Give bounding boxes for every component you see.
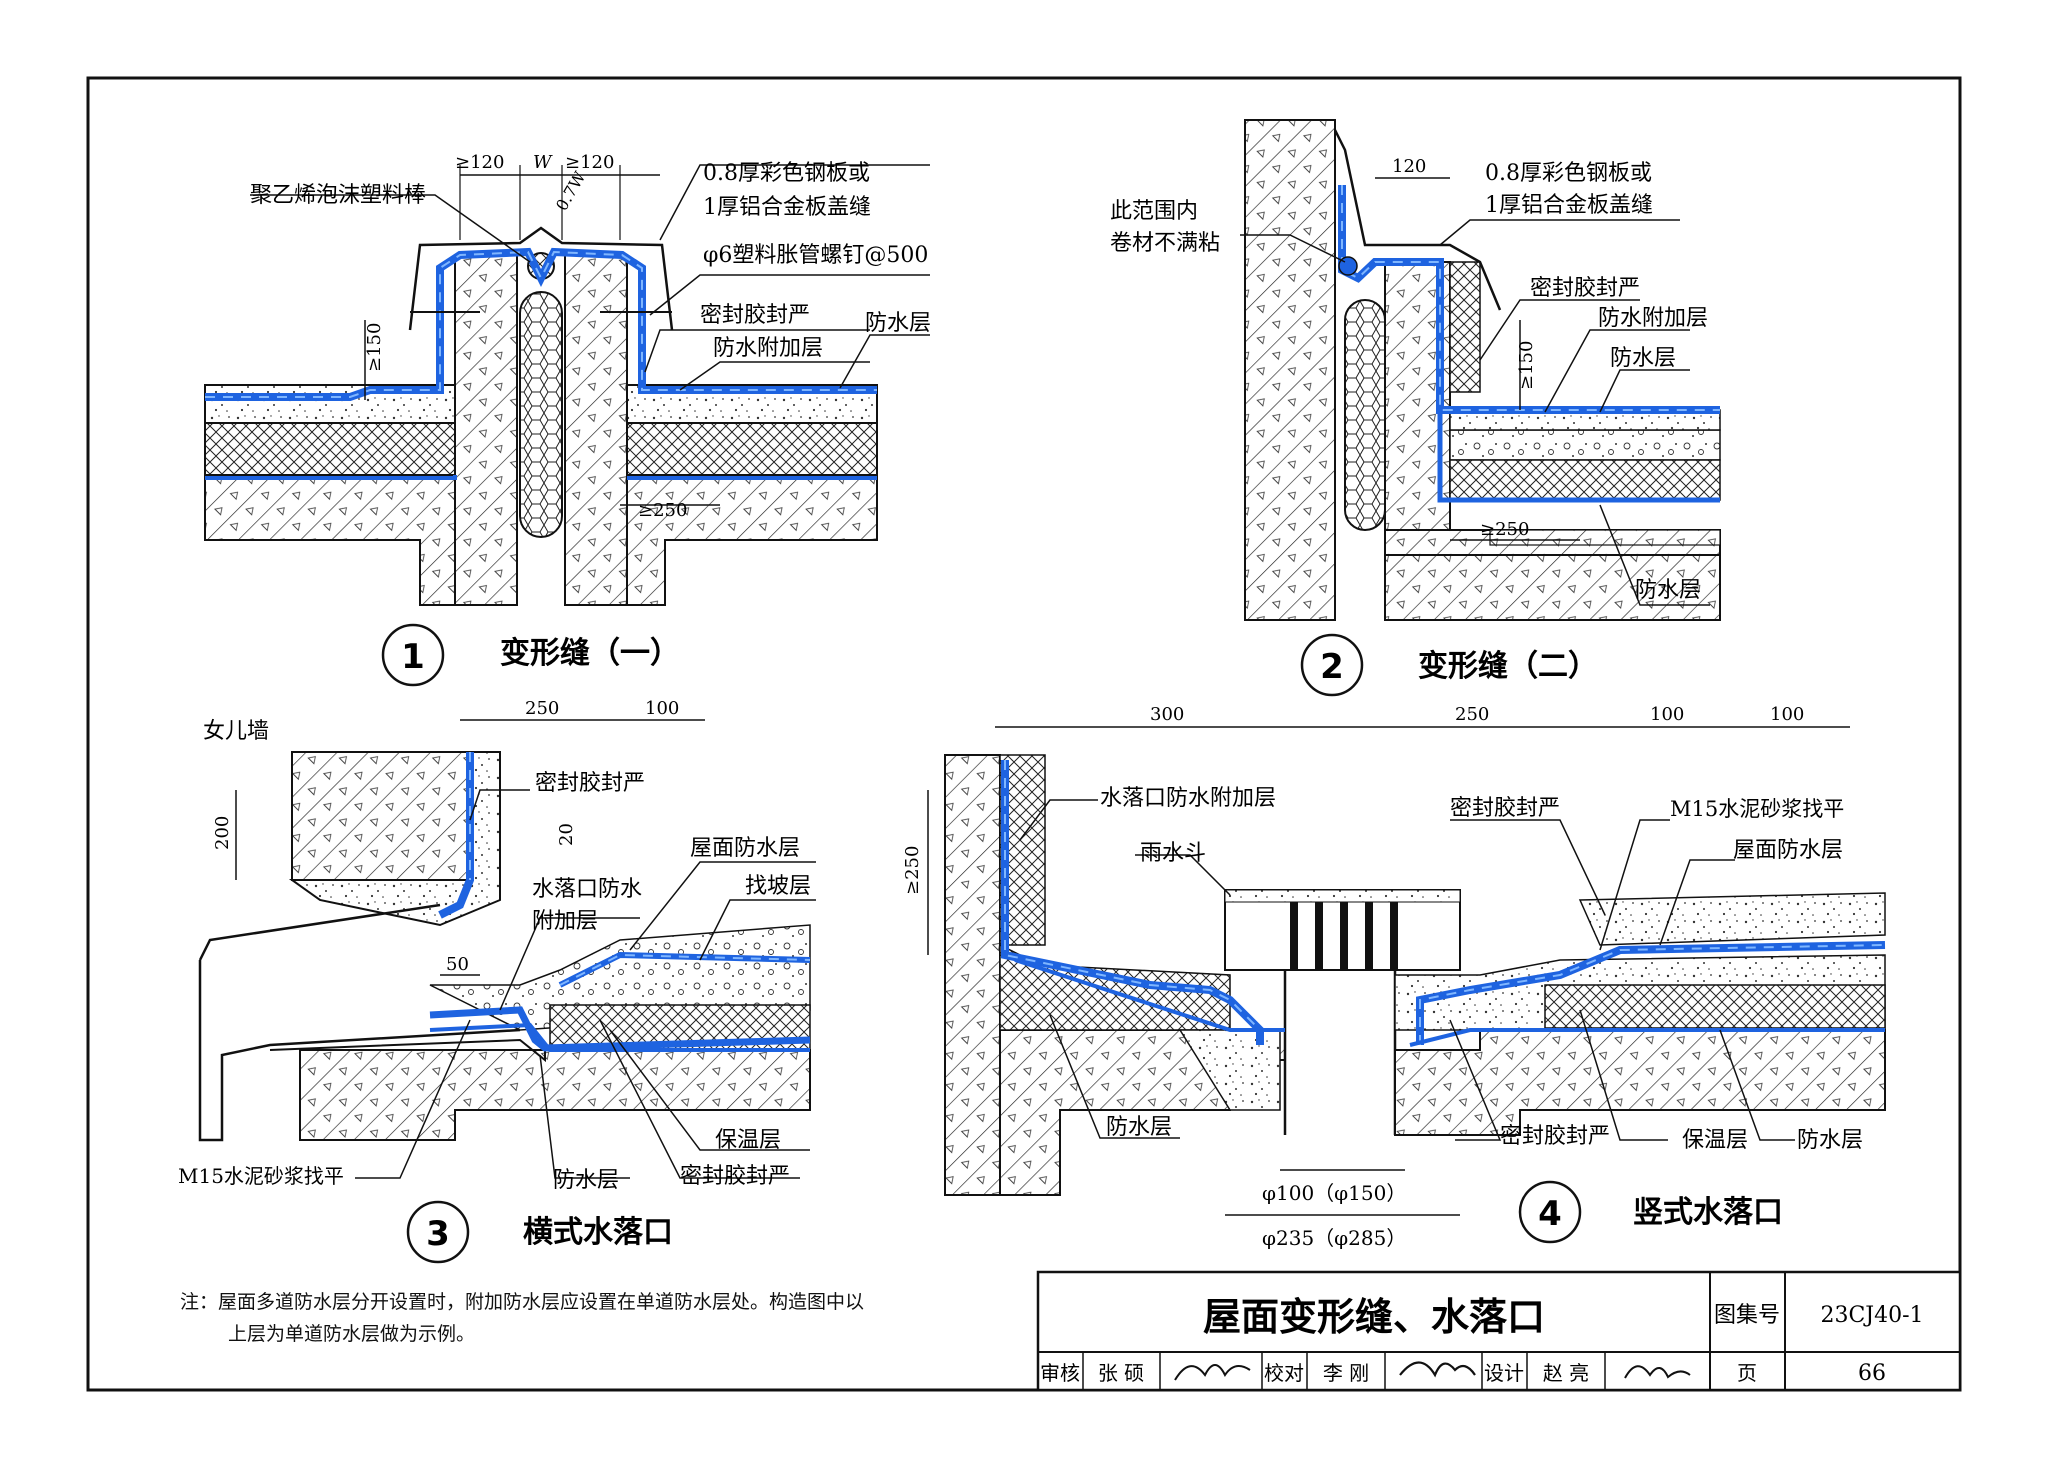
d1-title: 变形缝（一） xyxy=(500,636,680,671)
check-signature xyxy=(1399,1361,1476,1378)
note-line-1: 注：屋面多道防水层分开设置时，附加防水层应设置在单道防水层处。构造图中以 xyxy=(180,1291,865,1313)
d4-dim-300: 300 xyxy=(1150,704,1184,725)
design-signature xyxy=(1624,1365,1691,1379)
design-label: 设计 xyxy=(1484,1361,1524,1385)
d1-dim-120b: ≥120 xyxy=(565,152,614,173)
d1-dim-w: W xyxy=(533,152,553,173)
d3-label-wp: 防水层 xyxy=(553,1168,619,1193)
d3-title: 横式水落口 xyxy=(523,1215,673,1250)
d4-title: 竖式水落口 xyxy=(1633,1195,1783,1230)
d4-dim-100b: 100 xyxy=(1770,704,1804,725)
detail-1: 聚乙烯泡沫塑料棒 0.8厚彩色钢板或 1厚铝合金板盖缝 φ6塑料胀管螺钉@500… xyxy=(204,152,931,687)
d4-dim-dia1: φ100（φ150） xyxy=(1262,1181,1406,1205)
d3-label-parapet: 女儿墙 xyxy=(203,719,269,744)
d2-dim-150: ≥150 xyxy=(1516,341,1537,390)
d3-label-insul: 保温层 xyxy=(715,1128,781,1153)
title-block-title: 屋面变形缝、水落口 xyxy=(1203,1295,1545,1339)
d3-dim-250: 250 xyxy=(525,698,559,719)
sheet-border xyxy=(86,76,1962,1392)
detail-2: 此范围内 卷材不满粘 0.8厚彩色钢板或 1厚铝合金板盖缝 密封胶封严 防水附加… xyxy=(1110,119,1721,697)
d1-label-seal: 密封胶封严 xyxy=(700,303,810,328)
d3-label-seal2: 密封胶封严 xyxy=(680,1164,790,1189)
d3-number: 3 xyxy=(426,1214,450,1254)
d2-label-extra: 防水附加层 xyxy=(1598,306,1708,331)
d3-label-outlet2: 附加层 xyxy=(532,909,598,934)
general-note: 注：屋面多道防水层分开设置时，附加防水层应设置在单道防水层处。构造图中以 上层为… xyxy=(180,1286,1000,1350)
atlas-label: 图集号 xyxy=(1714,1303,1780,1328)
d4-label-wp2: 防水层 xyxy=(1797,1128,1863,1153)
d1-dim-120a: ≥120 xyxy=(455,152,504,173)
review-name: 张 硕 xyxy=(1098,1361,1144,1385)
d3-label-mortar: M15水泥砂浆找平 xyxy=(178,1164,344,1188)
d2-label-range2: 卷材不满粘 xyxy=(1110,231,1220,256)
d1-label-rod: 聚乙烯泡沫塑料棒 xyxy=(250,183,426,208)
d2-label-cover1: 0.8厚彩色钢板或 xyxy=(1485,161,1652,186)
d4-number: 4 xyxy=(1538,1194,1562,1234)
d4-label-mortar: M15水泥砂浆找平 xyxy=(1670,797,1844,821)
d1-label-extra: 防水附加层 xyxy=(713,336,823,361)
d1-label-nail: φ6塑料胀管螺钉@500 xyxy=(703,243,928,268)
design-name: 赵 亮 xyxy=(1543,1361,1589,1385)
page-label: 页 xyxy=(1737,1361,1757,1385)
d2-title: 变形缝（二） xyxy=(1418,649,1598,684)
detail-4: 水落口防水附加层 雨水斗 密封胶封严 M15水泥砂浆找平 屋面防水层 防水层 密… xyxy=(902,704,1886,1250)
d3-label-slope: 找坡层 xyxy=(745,874,811,899)
d4-dim-100a: 100 xyxy=(1650,704,1684,725)
d2-dim-120: 120 xyxy=(1392,156,1426,177)
detail-3: 女儿墙 密封胶封严 屋面防水层 找坡层 水落口防水 附加层 保温层 M15水泥砂… xyxy=(178,698,816,1264)
review-label: 审核 xyxy=(1040,1361,1080,1385)
d2-label-wp: 防水层 xyxy=(1610,346,1676,371)
d4-label-seal2: 密封胶封严 xyxy=(1500,1124,1610,1149)
atlas-number: 23CJ40-1 xyxy=(1820,1303,1923,1328)
d1-number: 1 xyxy=(401,637,425,677)
d1-dim-250: ≥250 xyxy=(638,500,687,521)
d2-dim-250: ≥250 xyxy=(1480,519,1529,540)
check-name: 李 刚 xyxy=(1323,1361,1369,1385)
d3-label-outlet1: 水落口防水 xyxy=(532,877,642,902)
page-number: 66 xyxy=(1858,1361,1886,1386)
d4-label-roofwp: 屋面防水层 xyxy=(1733,838,1843,863)
review-signature xyxy=(1174,1364,1251,1381)
d3-dim-200: 200 xyxy=(212,816,233,850)
d1-label-cover2: 1厚铝合金板盖缝 xyxy=(703,195,871,220)
d3-label-roofwp: 屋面防水层 xyxy=(690,836,800,861)
d3-label-seal: 密封胶封严 xyxy=(535,771,645,796)
d1-dim-150: ≥150 xyxy=(364,323,385,372)
d2-label-cover2: 1厚铝合金板盖缝 xyxy=(1485,193,1653,218)
d4-dim-250: 250 xyxy=(1455,704,1489,725)
d3-dim-20: 20 xyxy=(556,823,577,846)
d4-dim-dia2: φ235（φ285） xyxy=(1262,1226,1406,1250)
d4-label-hopper: 雨水斗 xyxy=(1140,841,1206,866)
d4-dim-250v: ≥250 xyxy=(902,846,923,895)
d4-label-seal: 密封胶封严 xyxy=(1450,796,1560,821)
d3-dim-100: 100 xyxy=(645,698,679,719)
d2-label-seal: 密封胶封严 xyxy=(1530,276,1640,301)
d2-label-range1: 此范围内 xyxy=(1110,199,1198,224)
title-block: 屋面变形缝、水落口 图集号 23CJ40-1 审核 张 硕 校对 李 刚 设计 … xyxy=(1036,1270,1962,1392)
note-line-2: 上层为单道防水层做为示例。 xyxy=(228,1323,476,1345)
d1-label-wp: 防水层 xyxy=(865,311,931,336)
d2-number: 2 xyxy=(1320,647,1344,687)
d4-label-extra: 水落口防水附加层 xyxy=(1100,786,1276,811)
d2-label-wp2: 防水层 xyxy=(1635,578,1701,603)
d3-dim-50: 50 xyxy=(446,954,469,975)
d1-label-cover1: 0.8厚彩色钢板或 xyxy=(703,161,870,186)
d4-label-wp: 防水层 xyxy=(1106,1115,1172,1140)
check-label: 校对 xyxy=(1264,1361,1304,1385)
d4-label-insul: 保温层 xyxy=(1682,1128,1748,1153)
